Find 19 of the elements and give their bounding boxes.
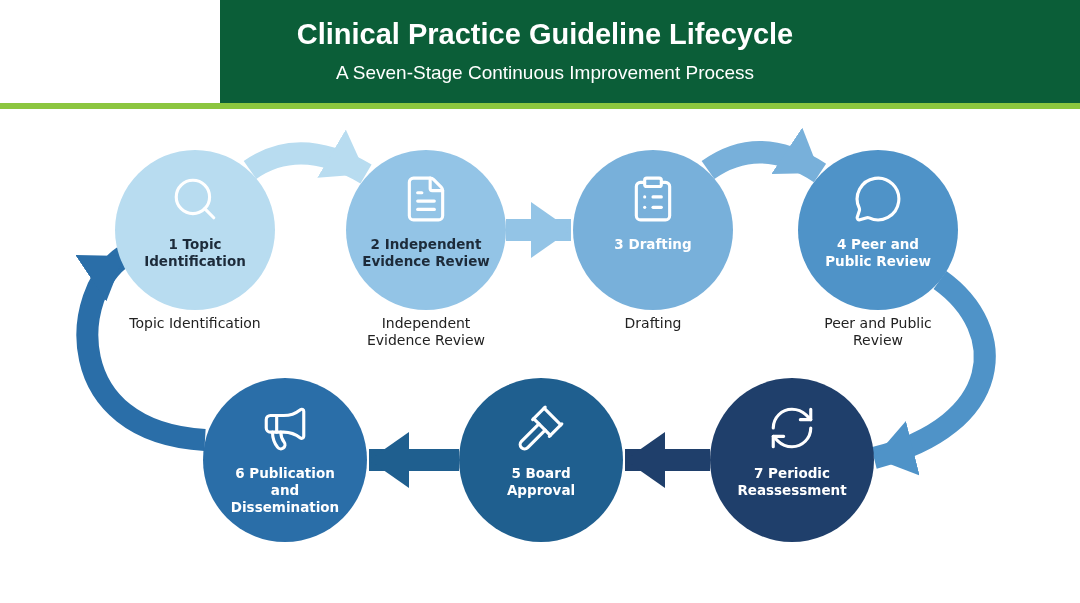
arrow — [506, 202, 571, 258]
stage-label: 1 Topic Identification — [143, 236, 247, 270]
stage-caption: Independent Evidence Review — [365, 315, 487, 349]
arrow — [244, 130, 372, 184]
arrow — [625, 432, 710, 488]
stage-label: 7 Periodic Reassessment — [736, 464, 848, 499]
stage-label: 3 Drafting — [613, 236, 693, 253]
arrow — [702, 128, 826, 183]
stage-label: 6 Publication and Dissemination — [229, 464, 341, 516]
stage-caption: Topic Identification — [128, 315, 262, 332]
arrow — [369, 432, 459, 488]
stage-caption: Drafting — [623, 315, 683, 332]
stage-label: 5 Board Approval — [505, 464, 577, 499]
stage-label: 4 Peer and Public Review — [824, 236, 932, 270]
title: Clinical Practice Guideline Lifecycle — [295, 18, 795, 51]
arrow — [75, 247, 207, 451]
stage-label: 2 Independent Evidence Review — [361, 236, 491, 270]
subtitle: A Seven-Stage Continuous Improvement Process — [334, 62, 756, 84]
stage-caption: Peer and Public Review — [823, 315, 933, 349]
